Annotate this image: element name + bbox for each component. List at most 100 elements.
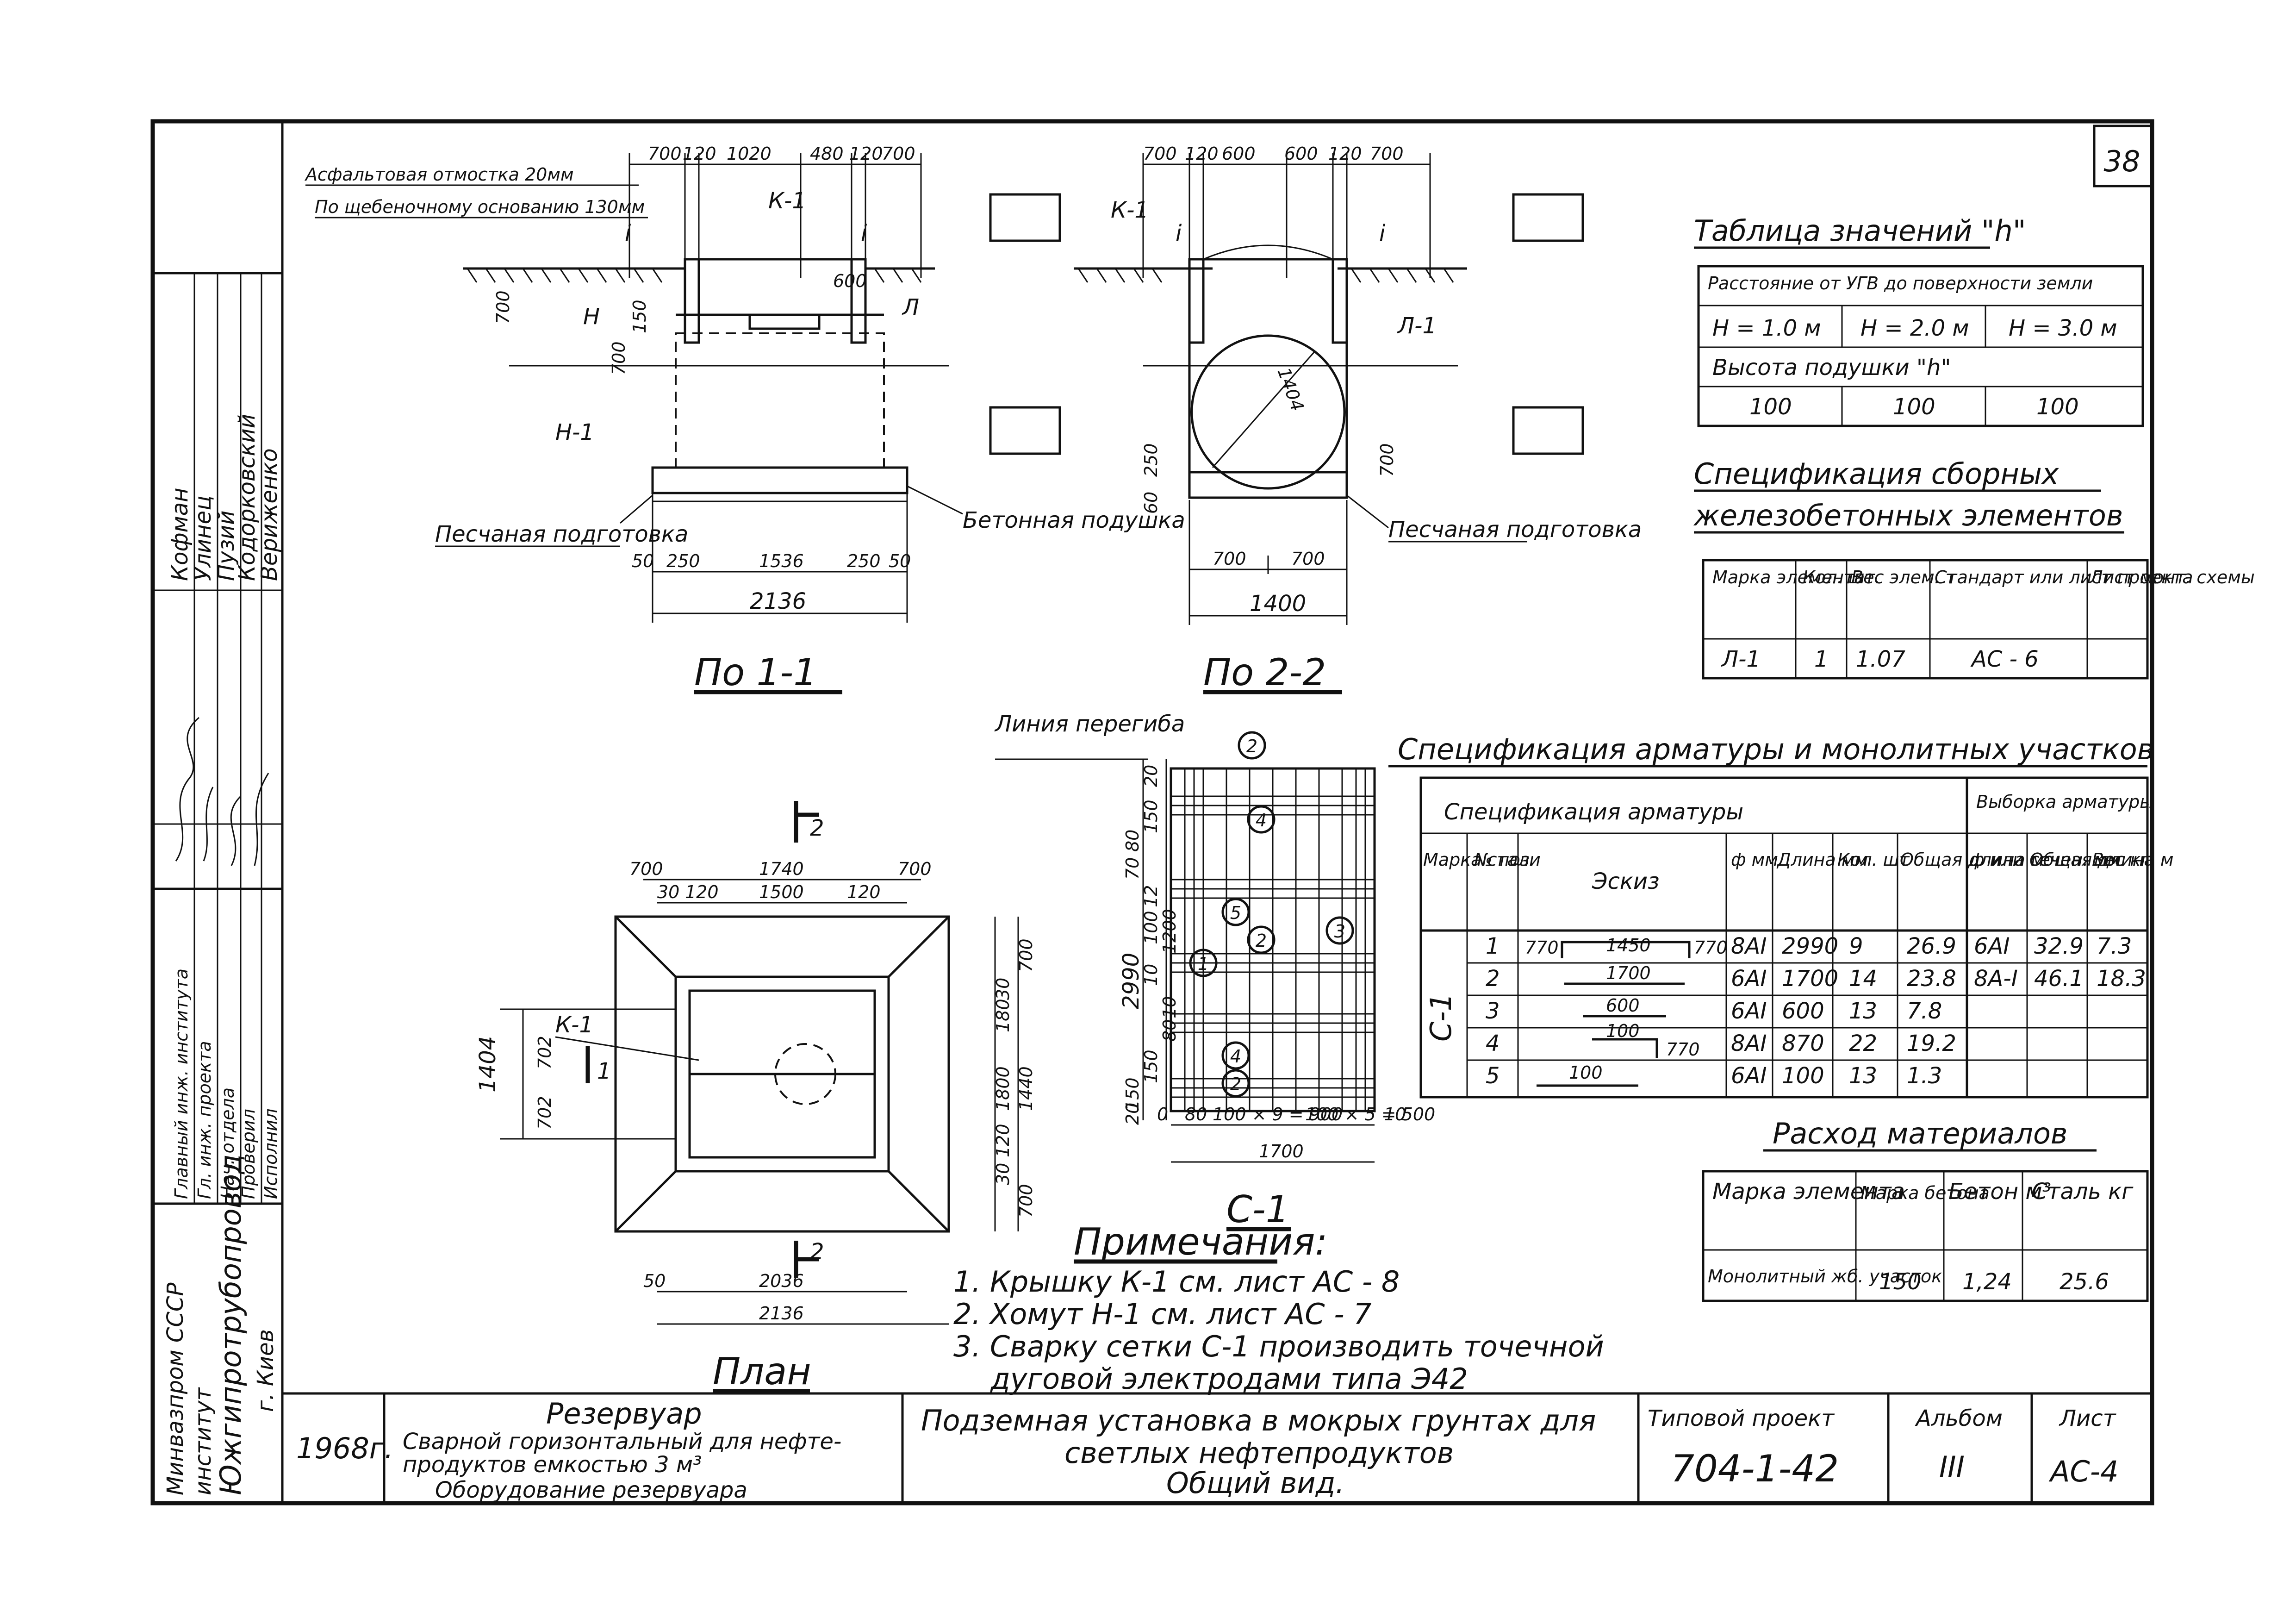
precast-h-4: Стандарт или лист проекта <box>1935 567 2193 587</box>
rebar-r2-len: 1700 <box>1782 966 1838 992</box>
plan-sub-4: 120 <box>847 882 881 902</box>
materials-h-1: Марка элемента <box>1712 1179 1905 1205</box>
s2-dim-top-2: 120 <box>1185 144 1219 164</box>
rebar-r4-side-a: 770 <box>1666 1039 1700 1060</box>
title-sheet-3: Общий вид. <box>1166 1466 1344 1500</box>
precast-h-5: Лист монт. схемы <box>2089 567 2255 587</box>
materials: Расход материалов Марка элемента Марка б… <box>1702 1117 2149 1302</box>
s2-dim-bot-1: 700 <box>1213 549 1246 569</box>
rebar-r1-sketch: 1450 <box>1606 935 1651 956</box>
materials-r1-steel: 25.6 <box>2060 1269 2109 1295</box>
s1-label-l: Л <box>902 294 919 320</box>
rebar-h-8: ф или сечен. мм <box>1969 849 2121 870</box>
s2-callout-sand: Песчаная подготовка <box>1388 517 1642 543</box>
plan-sub-1: 30 <box>657 882 679 902</box>
plan-dim-right-4: 1800 <box>993 1066 1013 1111</box>
mesh-pos-4: 4 <box>1256 810 1267 831</box>
s2-dim-top-5: 120 <box>1328 144 1362 164</box>
h-table-val-3: 100 <box>2036 394 2079 420</box>
title-sheet-2: светлых нефтепродуктов <box>1064 1436 1454 1470</box>
s1-label-i-right: i <box>861 220 867 246</box>
title-block: 1968г. Резервуар Сварной горизонтальный … <box>282 1392 2152 1503</box>
rebar-r3-d: 6АI <box>1731 998 1767 1024</box>
mesh-pos-5: 5 <box>1230 903 1241 923</box>
section1-note-asphalt: Асфальтовая отмостка 20мм <box>304 164 574 185</box>
rebar-h-7: Общая длина м <box>1900 849 2044 870</box>
rebar-r4-qty: 22 <box>1849 1031 1877 1056</box>
s2-label-60: 60 <box>1141 492 1161 514</box>
rebar-r2-qty: 14 <box>1849 966 1877 992</box>
s2-label-250: 250 <box>1141 443 1161 477</box>
title-object-2: Сварной горизонтальный для нефте- <box>403 1429 841 1455</box>
s2-label-1404: 1404 <box>1274 365 1308 414</box>
rebar-r3-len: 600 <box>1782 998 1824 1024</box>
precast-r1-qty: 1 <box>1814 646 1829 672</box>
s1-dim-overall: 2136 <box>750 588 806 614</box>
mesh-dim-100: 100 <box>1141 911 1161 944</box>
mesh-bend-label-1: Линия перегиба <box>994 711 1185 737</box>
rebar-group-right: Выборка арматуры <box>1976 792 2153 812</box>
rebar-r5-sketch: 100 <box>1569 1062 1603 1083</box>
rebar-r4-d: 8АI <box>1731 1031 1767 1056</box>
rebar-r1-len: 2990 <box>1782 933 1838 959</box>
mesh-dim-10b: 10 <box>1159 996 1180 1018</box>
strip-role-5: Исполнил <box>261 1108 281 1199</box>
precast-r1-weight: 1.07 <box>1856 646 1905 672</box>
s1-dim-top-2: 120 <box>683 144 716 164</box>
mesh-c1: Линия перегиба 2990 20 150 10 150 70 80 … <box>994 711 1435 1231</box>
org-institute-label: институт <box>190 1387 216 1495</box>
title-object-1: Резервуар <box>546 1397 702 1430</box>
precast-r1-mark: Л-1 <box>1721 646 1761 672</box>
rebar-r2-pos: 2 <box>1486 966 1500 992</box>
s1-dim-top-4: 480 <box>810 144 844 164</box>
s1-tank <box>675 332 885 468</box>
rebar-r1-total: 26.9 <box>1907 933 1956 959</box>
s1-callout-sand-1: Песчаная подготовка <box>435 521 688 547</box>
rebar-r5-d: 6АI <box>1731 1063 1767 1089</box>
materials-h-2: Марка бетона <box>1860 1183 1990 1203</box>
mesh-dim-70: 70 <box>1122 857 1143 880</box>
s2-dim-top-6: 700 <box>1370 144 1404 164</box>
s1-dim-bot-1: 50 <box>632 551 654 571</box>
plan-dim-bot-1: 50 <box>643 1271 666 1291</box>
rebar-r1-sel-len: 32.9 <box>2034 933 2084 959</box>
s1-dim-bot-2: 250 <box>666 551 700 571</box>
s1-hatch-cover <box>748 313 821 330</box>
signatures <box>175 717 269 866</box>
rebar-r1-qty: 9 <box>1849 933 1863 959</box>
h-table-col-1: Н = 1.0 м <box>1712 315 1821 341</box>
org-city: г. Киев <box>253 1329 279 1412</box>
mesh-pos-2-top: 2 <box>1246 736 1257 756</box>
rebar-r1-d: 8АI <box>1731 933 1767 959</box>
s2-label-700: 700 <box>1377 443 1397 477</box>
plan-sub-3: 1500 <box>759 882 804 902</box>
rebar-h-6: Кол. шт <box>1837 849 1910 870</box>
s1-dim-bot-3: 1536 <box>759 551 804 571</box>
mesh-dim-80b: 80 <box>1159 1019 1180 1042</box>
s1-dim-bot-5: 50 <box>889 551 911 571</box>
mesh-dim-150b: 150 <box>1141 1049 1161 1083</box>
s1-label-i-left: i <box>625 220 631 246</box>
rebar-h-4: ф мм <box>1731 849 1778 870</box>
plan-sub-2: 120 <box>685 882 719 902</box>
rebar-r2-weight: 18.3 <box>2097 966 2146 992</box>
precast-spec: Спецификация сборных железобетонных элем… <box>1693 457 2255 680</box>
mesh-dim-1200: 1200 <box>1159 909 1180 954</box>
sheet-number: 38 <box>2104 144 2140 178</box>
title-sheet-label: Лист <box>2059 1405 2117 1431</box>
rebar-r1-side-a: 770 <box>1525 937 1559 958</box>
rebar-r2-d: 6АI <box>1731 966 1767 992</box>
h-table-col-2: Н = 2.0 м <box>1860 315 1969 341</box>
s1-label-150: 150 <box>629 300 650 333</box>
section-2-2: 700 120 600 600 120 700 К-1 Л-1 1404 250… <box>1074 144 1642 694</box>
plan-label-k1: К-1 <box>555 1012 593 1038</box>
h-table-col-3: Н = 3.0 м <box>2009 315 2117 341</box>
rebar-h-9: Общая длина м <box>2029 849 2174 870</box>
s2-dim-top-1: 700 <box>1143 144 1177 164</box>
s2-dim-top-4: 600 <box>1284 144 1318 164</box>
s1-dim-top-3: 1020 <box>727 144 772 164</box>
mesh-dim-150a: 150 <box>1141 800 1161 833</box>
plan-dim-right-7: 120 <box>993 1124 1013 1157</box>
s1-label-700b: 700 <box>609 341 629 375</box>
precast-title-1: Спецификация сборных <box>1694 457 2060 491</box>
